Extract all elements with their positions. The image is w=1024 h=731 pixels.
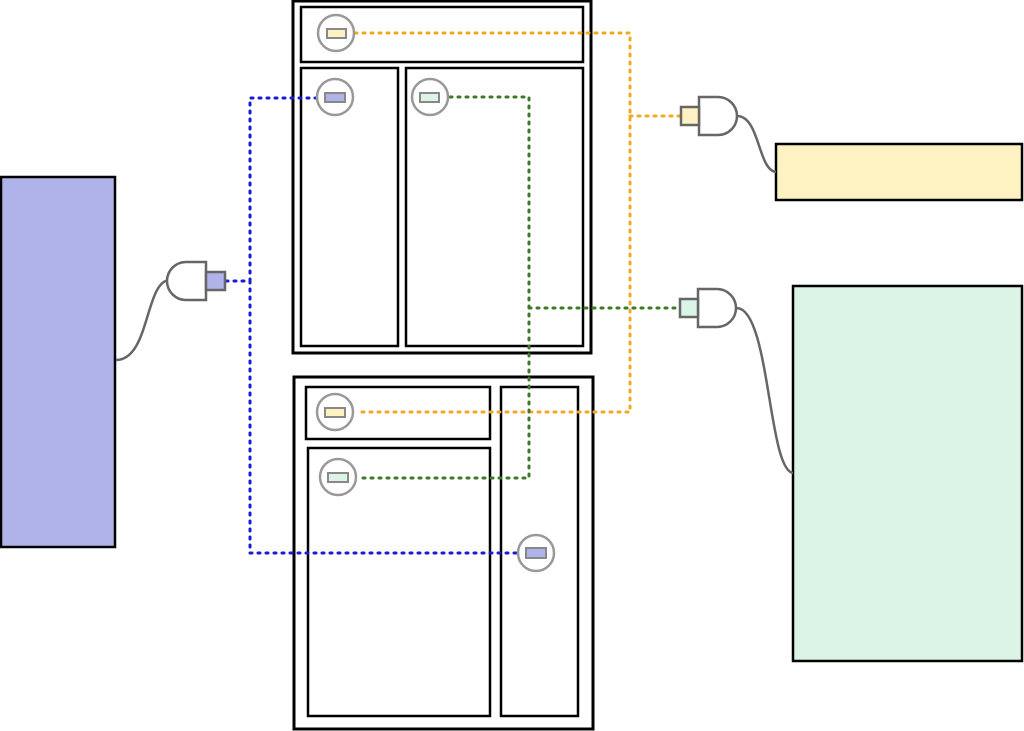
green-cable: [736, 306, 794, 475]
bottom-frame-main-panel-socket-icon[interactable]: [318, 457, 358, 497]
yellow-cable: [737, 114, 777, 174]
top-frame-left-panel: [299, 66, 400, 348]
blue-plug-icon[interactable]: [165, 260, 227, 302]
bottom-frame-side-panel-socket-icon[interactable]: [516, 533, 556, 573]
orange-wire: [353, 31, 682, 414]
blue-cable: [115, 278, 171, 362]
green-wire: [355, 95, 681, 480]
blue-device: [0, 175, 117, 549]
top-frame-left-panel-socket-icon[interactable]: [315, 77, 355, 117]
top-frame-right-panel-socket-icon[interactable]: [410, 77, 450, 117]
green-device: [791, 284, 1024, 663]
top-frame: [291, 0, 593, 355]
yellow-plug-icon[interactable]: [679, 95, 739, 137]
blue-wire: [224, 96, 524, 555]
green-plug-icon[interactable]: [678, 287, 738, 329]
yellow-device: [774, 142, 1024, 202]
bottom-frame-header-socket-icon[interactable]: [315, 392, 355, 432]
top-frame-header-socket-icon[interactable]: [316, 13, 356, 53]
